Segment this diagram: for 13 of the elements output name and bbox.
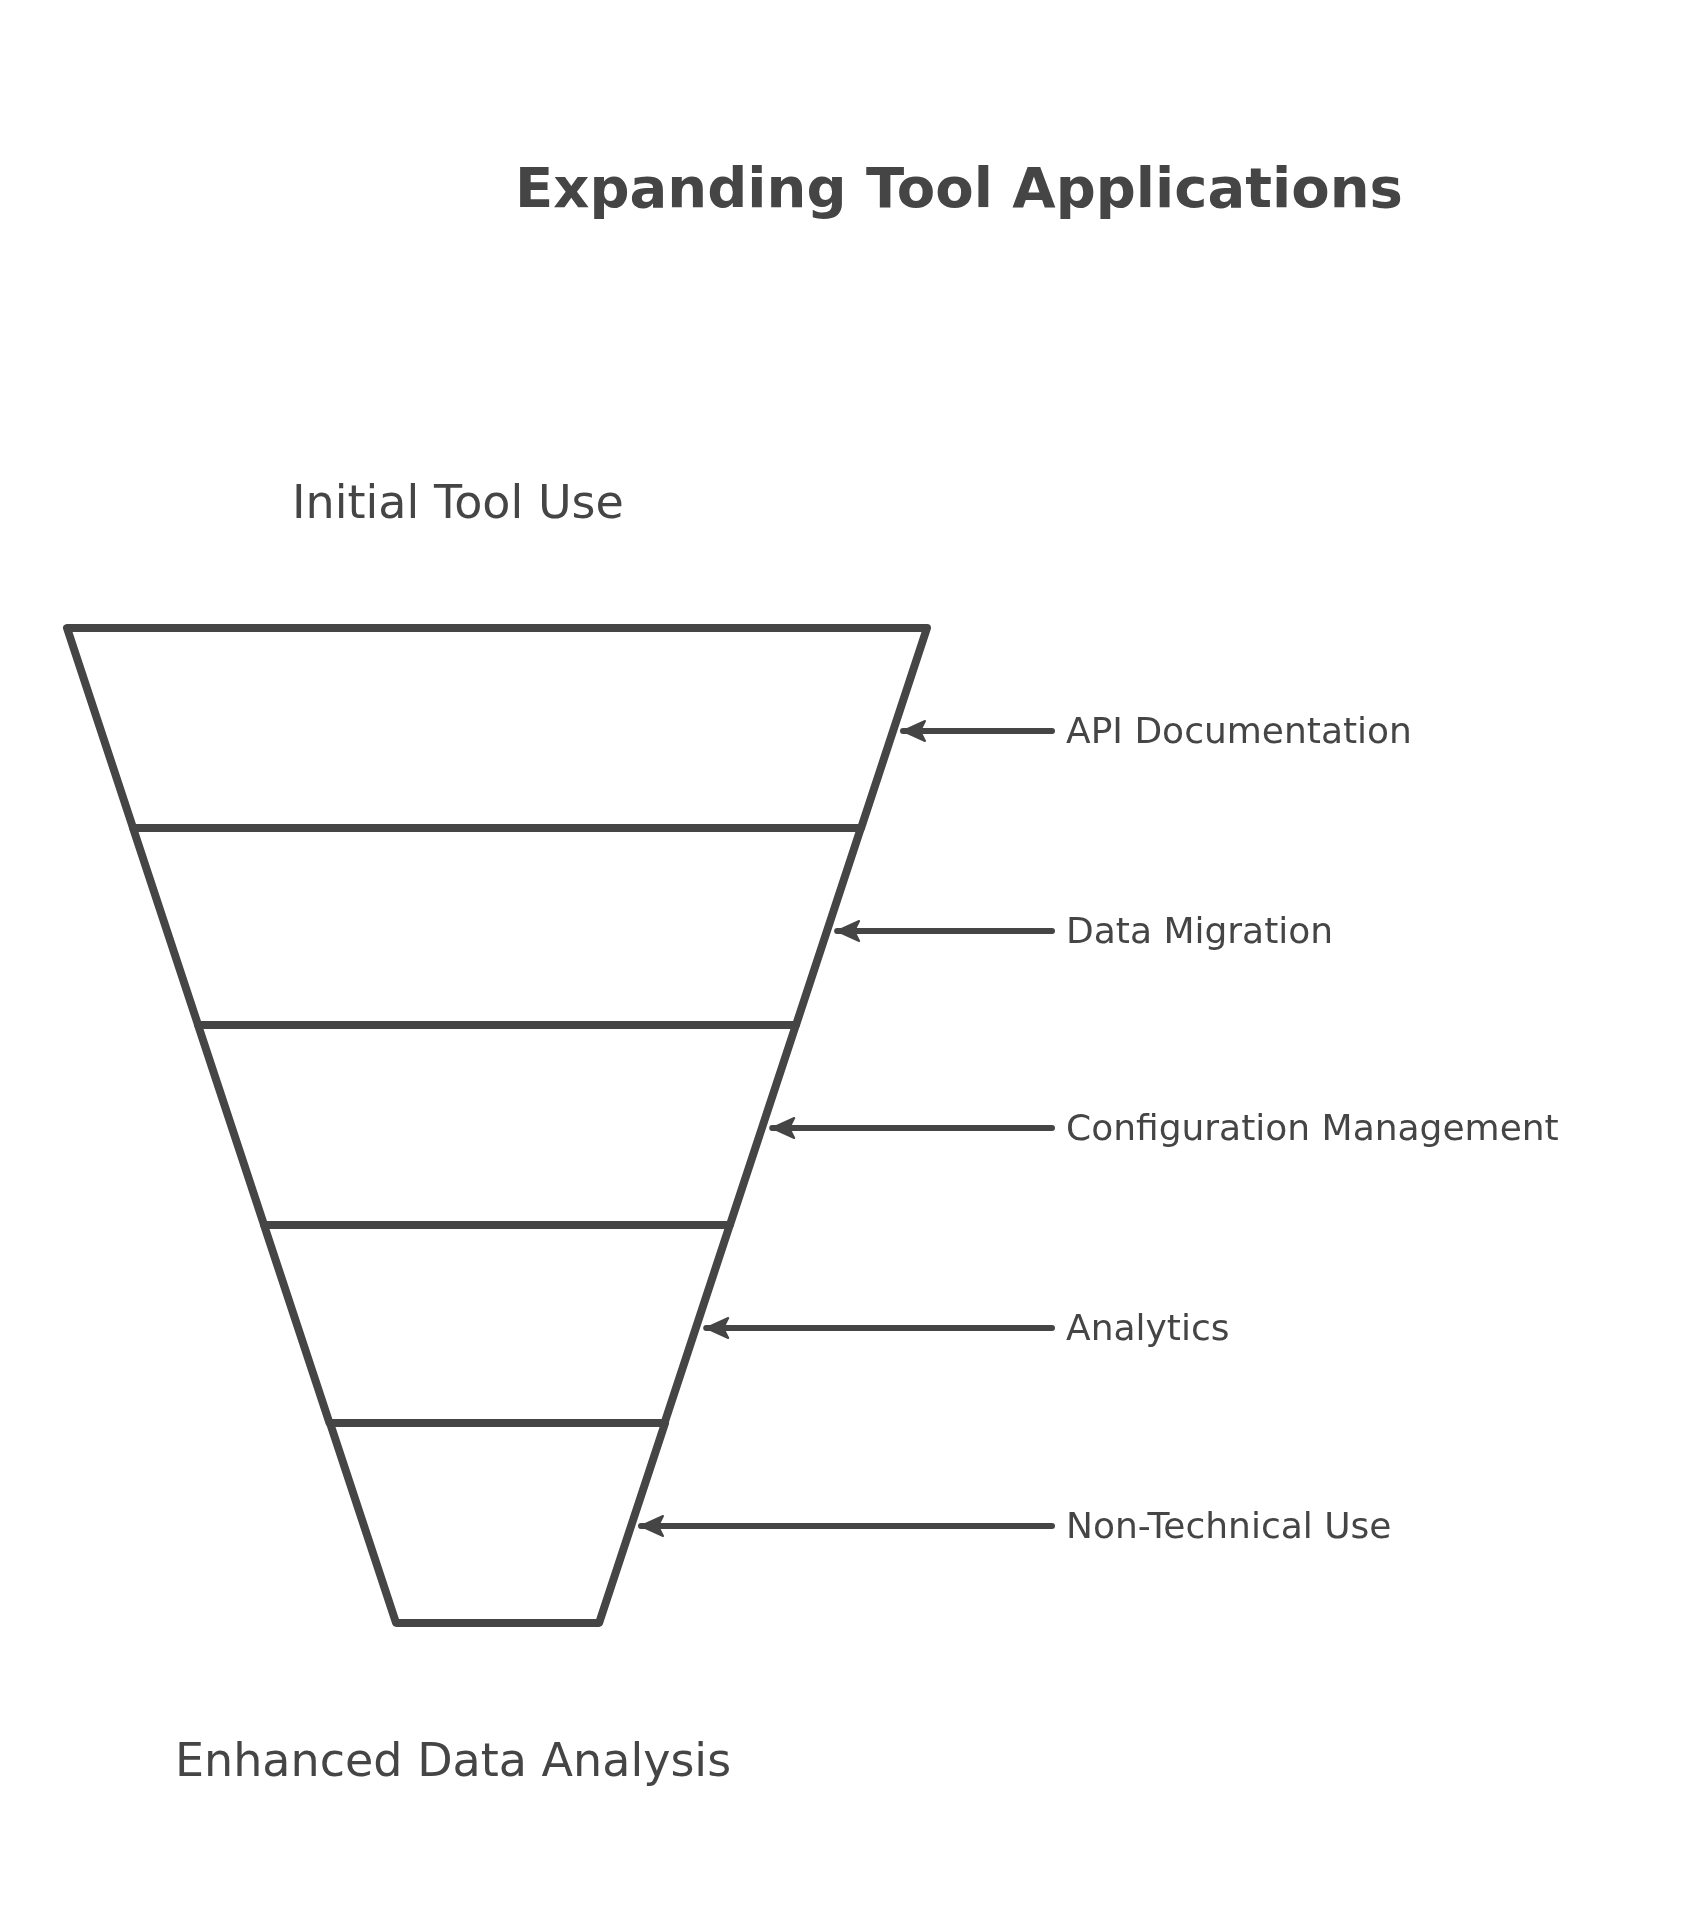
arrow <box>900 720 1055 742</box>
stage-label: Analytics <box>1066 1307 1230 1349</box>
funnel-top-label: Initial Tool Use <box>292 475 624 529</box>
arrow <box>769 1117 1055 1139</box>
arrow <box>638 1515 1055 1537</box>
stage-label: Data Migration <box>1066 910 1334 952</box>
stage-label: Configuration Management <box>1066 1107 1559 1149</box>
funnel-bottom-label: Enhanced Data Analysis <box>175 1733 732 1787</box>
arrow <box>703 1317 1055 1339</box>
diagram-title: Expanding Tool Applications <box>515 156 1403 221</box>
stage-label: Non-Technical Use <box>1066 1505 1392 1547</box>
arrow <box>834 920 1055 942</box>
stage-label: API Documentation <box>1066 710 1412 752</box>
